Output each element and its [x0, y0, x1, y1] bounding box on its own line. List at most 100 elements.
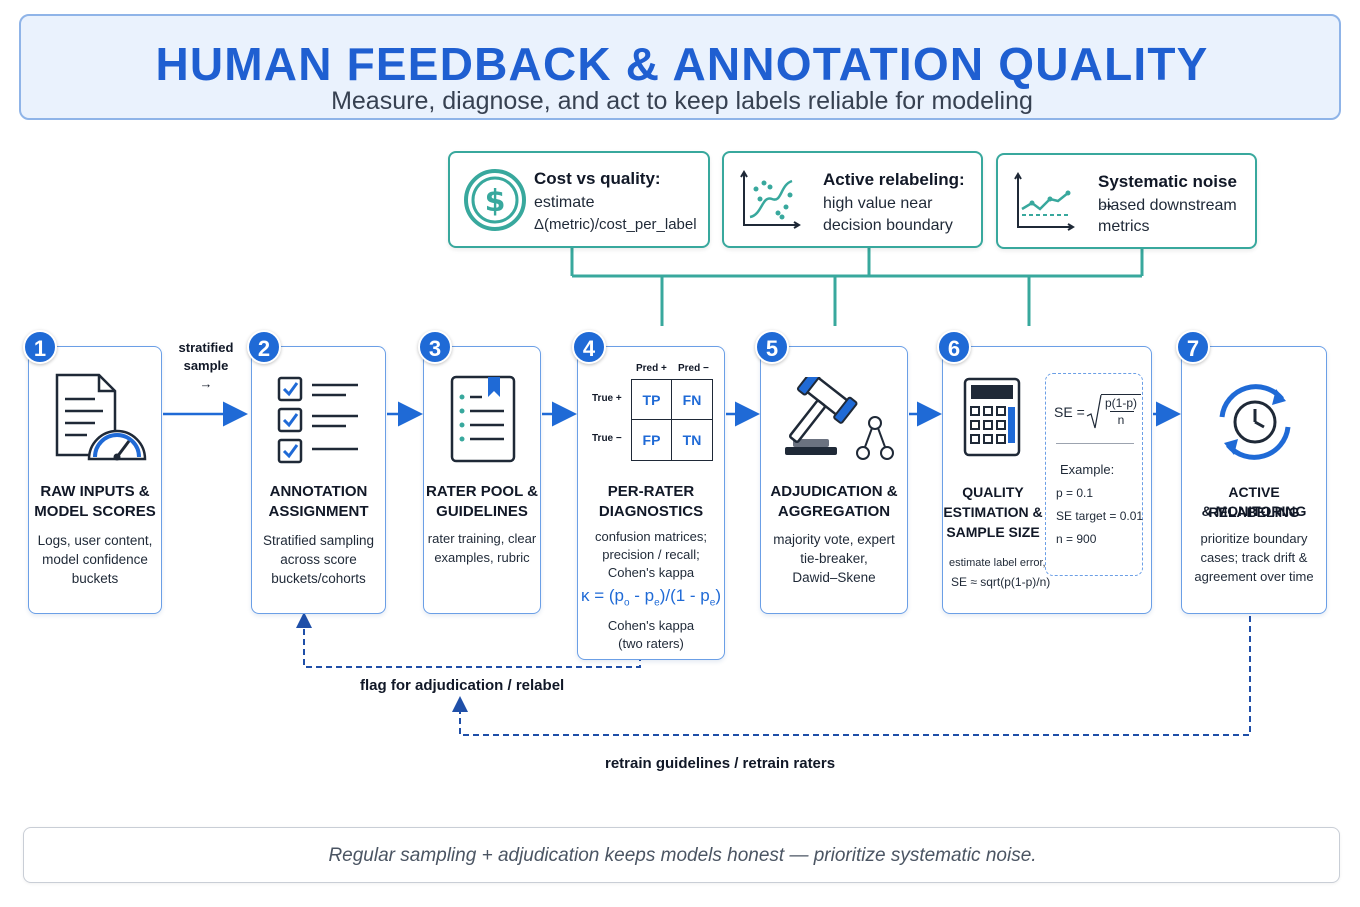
step-desc-line2: precision / recall; [602, 547, 700, 562]
step-number-badge: 2 [247, 330, 281, 364]
insight-text-line2: Δ(metric)/cost_per_label [534, 216, 697, 233]
step-desc-line2: SE ≈ sqrt(p(1-p)/n) [951, 575, 1051, 589]
step-adjudication: ADJUDICATION & AGGREGATION majority vote… [760, 346, 908, 614]
step-title-line2: MODEL SCORES [34, 503, 156, 520]
stratified-label-line1: stratified [178, 340, 234, 355]
step-title-line1: ADJUDICATION & [770, 483, 898, 500]
divider [1056, 443, 1134, 444]
insight-cost-quality: $ Cost vs quality: estimate Δ(metric)/co… [448, 151, 710, 248]
cm-cell-fn: FN [672, 380, 712, 420]
gavel-icon [785, 377, 894, 460]
step-desc-line2: across score [280, 552, 357, 567]
step-desc-line3: Cohen's kappa [607, 565, 695, 580]
insight-text-line2: metrics [1098, 218, 1150, 235]
step-desc-line2: examples, rubric [434, 550, 530, 565]
insight-text-line1: high value near [823, 195, 933, 212]
kappa-caption-line2: (two raters) [618, 636, 684, 651]
stratified-sample-label: stratified sample → [176, 339, 236, 393]
cm-row-true-pos: True + [592, 393, 622, 404]
step-desc-line1: Logs, user content, [37, 533, 153, 548]
kappa-part: κ = (p [581, 586, 624, 605]
insight-title: Systematic noise → [1098, 172, 1237, 213]
se-denominator: n [1117, 413, 1125, 427]
kappa-part: ) [715, 586, 721, 605]
step-desc-line1: prioritize boundary [1200, 531, 1308, 546]
sqrt-bar [1101, 394, 1141, 395]
insight-active-relabeling: Active relabeling: high value near decis… [722, 151, 983, 248]
guidelines-icon [450, 375, 516, 463]
step-title-line2: & MONITORING [1201, 503, 1307, 519]
step-per-rater-diagnostics: Pred + Pred − True + True − TP FN FP TN … [577, 346, 725, 660]
step-title-line3: SAMPLE SIZE [946, 524, 1040, 540]
line-chart-icon [1014, 172, 1075, 231]
retrain-feedback-label: retrain guidelines / retrain raters [605, 755, 836, 772]
step-title-line2: ESTIMATION & [943, 504, 1043, 520]
cm-row-true-neg: True − [592, 433, 622, 444]
footer-text: Regular sampling + adjudication keeps mo… [328, 845, 1037, 866]
step-desc-line1: majority vote, expert [773, 532, 895, 547]
flag-feedback-arrow [296, 612, 641, 668]
step-annotation-assignment: ANNOTATION ASSIGNMENT Stratified samplin… [251, 346, 386, 614]
kappa-sub: e [709, 597, 716, 609]
step-title-line1: ANNOTATION [269, 483, 368, 500]
se-numerator: p(1-p) [1104, 396, 1137, 410]
step-desc-line2: cases; track drift & [1200, 550, 1308, 565]
step-rater-pool: RATER POOL & GUIDELINES rater training, … [423, 346, 541, 614]
step-number-badge: 6 [937, 330, 971, 364]
step-desc-line2: tie-breaker, [800, 551, 868, 566]
stratified-label-line2: sample → [183, 358, 229, 391]
cm-col-pred-neg: Pred − [678, 363, 709, 374]
insight-systematic-noise: Systematic noise → biased downstream met… [996, 153, 1257, 249]
flag-feedback-label: flag for adjudication / relabel [360, 677, 565, 694]
refresh-clock-icon [1219, 384, 1291, 460]
step-raw-inputs: RAW INPUTS & MODEL SCORES Logs, user con… [28, 346, 162, 614]
footer-banner: Regular sampling + adjudication keeps mo… [23, 827, 1340, 883]
scatter-plot-icon [740, 170, 801, 229]
example-label: Example: [1060, 462, 1115, 477]
insight-title: Cost vs quality: [534, 169, 661, 188]
kappa-sub: e [654, 597, 660, 609]
se-lhs: SE = [1054, 404, 1085, 420]
step-desc-line1: Stratified sampling [262, 533, 375, 548]
step-desc-line1: estimate label error, [949, 557, 1046, 569]
step-desc-line2: model confidence [42, 552, 148, 567]
kappa-part: )/(1 - p [659, 586, 710, 605]
calculator-icon [963, 377, 1021, 457]
step-desc-line3: Dawid–Skene [792, 570, 876, 585]
step-desc-line1: rater training, clear [427, 531, 537, 546]
step-quality-estimation: QUALITY ESTIMATION & SAMPLE SIZE estimat… [942, 346, 1152, 614]
step-desc-line3: buckets [71, 571, 119, 586]
page-title: HUMAN FEEDBACK & ANNOTATION QUALITY [155, 38, 1209, 90]
retrain-feedback-arrow [452, 616, 1251, 736]
step-title-line1: ACTIVE RELABELING [1208, 484, 1300, 520]
dollar-icon: $ [464, 169, 526, 231]
insight-text-line2: decision boundary [823, 217, 953, 234]
step-number-badge: 3 [418, 330, 452, 364]
insight-text-line1: biased downstream [1098, 197, 1237, 214]
step-title-line2: DIAGNOSTICS [598, 503, 704, 520]
step-number-badge: 5 [755, 330, 789, 364]
step-number-badge: 7 [1176, 330, 1210, 364]
step-active-relabeling: ACTIVE RELABELING & MONITORING prioritiz… [1181, 346, 1327, 614]
insight-bracket [570, 248, 1144, 326]
step-number-badge: 1 [23, 330, 57, 364]
cm-cell-tp: TP [632, 380, 672, 420]
kappa-sub: o [624, 597, 630, 609]
se-example-box: SE = p(1-p) n Example: p = 0.1 SE target… [1045, 373, 1143, 576]
kappa-part: - p [629, 586, 655, 605]
confusion-matrix-icon: TP FN FP TN [631, 379, 713, 461]
insight-text-line1: estimate [534, 194, 595, 211]
kappa-caption-line1: Cohen's kappa [607, 618, 695, 633]
document-gauge-icon [55, 373, 147, 461]
example-n: n = 900 [1056, 532, 1097, 546]
step-desc-line1: confusion matrices; [595, 529, 707, 544]
sqrt-icon [1086, 394, 1102, 429]
step-title-line1: PER-RATER [607, 483, 695, 500]
step-title-line2: AGGREGATION [777, 503, 891, 520]
cm-col-pred-pos: Pred + [636, 363, 667, 374]
step-desc-line3: agreement over time [1194, 569, 1314, 584]
step-title-line2: GUIDELINES [436, 503, 528, 520]
step-title-line2: ASSIGNMENT [268, 503, 369, 520]
example-se-target: SE target = 0.01 [1056, 509, 1144, 523]
